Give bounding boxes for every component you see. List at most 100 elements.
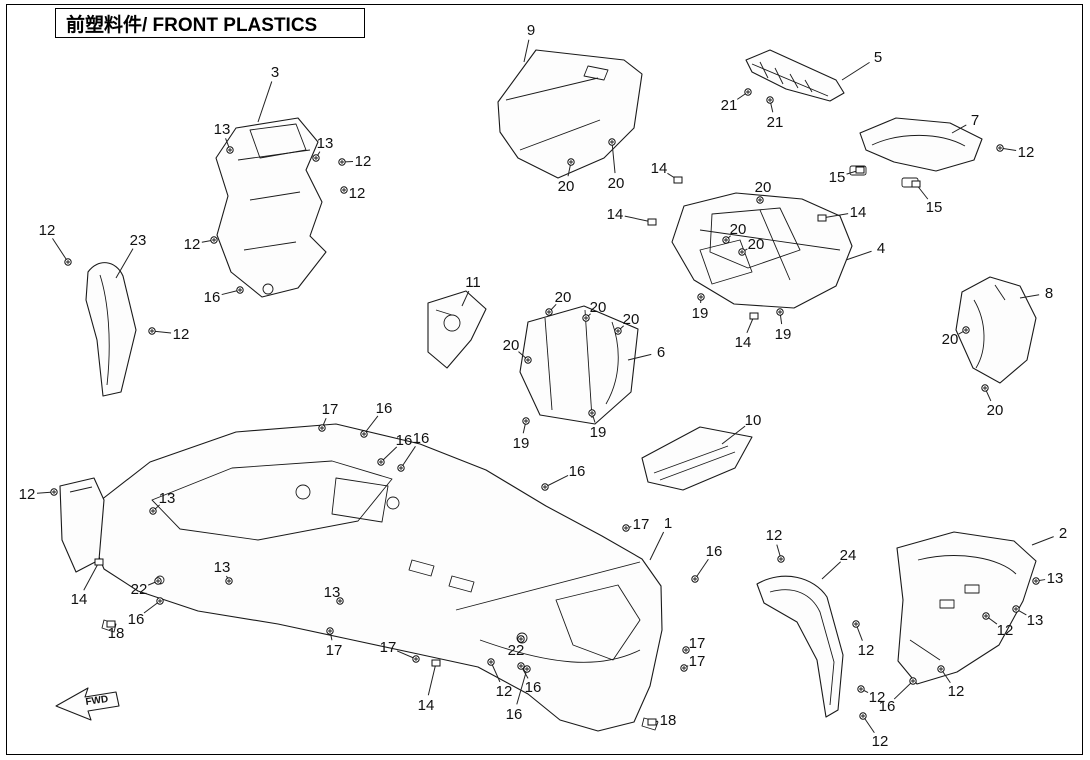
screw-cross xyxy=(610,140,614,144)
callout-number: 17 xyxy=(322,401,339,418)
callout-15: 15 xyxy=(911,180,942,216)
leader-line xyxy=(83,561,100,591)
callout-12: 12 xyxy=(859,712,888,750)
screw-cross xyxy=(342,188,346,192)
callout-number: 14 xyxy=(418,697,435,714)
callout-number: 19 xyxy=(590,424,607,441)
screw-cross xyxy=(52,490,56,494)
part-10-deflector xyxy=(641,426,753,491)
callout-17: 17 xyxy=(622,516,650,533)
callout-number: 16 xyxy=(569,463,586,480)
screw-cross xyxy=(320,426,324,430)
clip-icon xyxy=(647,718,657,726)
screw-cross xyxy=(158,599,162,603)
callout-number: 18 xyxy=(108,625,125,642)
callout-number: 12 xyxy=(39,222,56,239)
part-9-upper-panel xyxy=(497,49,643,179)
fwd-label: FWD xyxy=(85,694,109,708)
callout-13: 13 xyxy=(149,490,175,515)
clip-icon xyxy=(911,180,921,188)
screw-cross xyxy=(489,660,493,664)
callout-16: 16 xyxy=(377,432,412,466)
callout-number: 16 xyxy=(413,430,430,447)
leader-line xyxy=(115,248,134,279)
callout-20: 20 xyxy=(722,221,746,244)
callout-20: 20 xyxy=(503,337,532,364)
leader-line xyxy=(52,238,69,263)
clip-icon xyxy=(106,620,116,628)
screw-cross xyxy=(547,310,551,314)
screw-cross xyxy=(66,260,70,264)
screw-cross xyxy=(699,295,703,299)
callout-16: 16 xyxy=(691,543,722,583)
callout-12: 12 xyxy=(766,527,785,563)
callout-number: 13 xyxy=(317,135,334,152)
leader-line xyxy=(893,680,914,700)
callout-number: 12 xyxy=(19,486,36,503)
screw-cross xyxy=(911,679,915,683)
callout-number: 12 xyxy=(1018,144,1035,161)
screw-cross xyxy=(525,667,529,671)
callout-number: 20 xyxy=(755,179,772,196)
part-2-right-fender xyxy=(896,531,1037,685)
screw-cross xyxy=(778,310,782,314)
callout-20: 20 xyxy=(981,384,1003,419)
screw-cross xyxy=(519,637,523,641)
callout-20: 20 xyxy=(755,179,772,204)
callout-number: 14 xyxy=(607,206,624,223)
clip-icon xyxy=(647,218,657,226)
part-1-front-body xyxy=(91,423,663,732)
clip-icon xyxy=(749,312,759,320)
callout-number: 18 xyxy=(660,712,677,729)
callout-16: 16 xyxy=(541,463,586,491)
leader-line xyxy=(624,215,653,223)
screw-cross xyxy=(998,146,1002,150)
callout-13: 13 xyxy=(312,135,334,162)
callout-number: 20 xyxy=(623,311,640,328)
callout-12: 12 xyxy=(996,144,1035,161)
callout-number: 11 xyxy=(465,274,481,291)
callout-11: 11 xyxy=(461,274,481,307)
screw-cross xyxy=(939,667,943,671)
callout-number: 20 xyxy=(590,299,607,316)
fwd-arrow: FWD xyxy=(55,687,120,721)
callout-number: 8 xyxy=(1045,285,1053,302)
diagram-title-box: 前塑料件/ FRONT PLASTICS xyxy=(55,8,365,38)
leader-line xyxy=(363,415,379,435)
callout-21: 21 xyxy=(721,88,752,114)
callout-number: 14 xyxy=(850,204,867,221)
callout-13: 13 xyxy=(1032,570,1064,587)
clip-icon xyxy=(817,214,827,222)
callout-22: 22 xyxy=(508,635,525,659)
leader-line xyxy=(516,668,528,705)
screw-cross xyxy=(150,329,154,333)
screw-cross xyxy=(328,629,332,633)
leader-line xyxy=(400,446,416,469)
part-6-center-panel xyxy=(519,305,639,425)
screw-cross xyxy=(227,579,231,583)
leader-line xyxy=(611,141,616,174)
callout-number: 22 xyxy=(508,642,525,659)
callout-number: 12 xyxy=(948,683,965,700)
callout-number: 12 xyxy=(869,689,886,706)
callout-number: 16 xyxy=(879,698,896,715)
callout-number: 13 xyxy=(1047,570,1064,587)
callout-number: 13 xyxy=(214,121,231,138)
callout-number: 16 xyxy=(525,679,542,696)
clip-icon xyxy=(431,659,441,667)
screw-cross xyxy=(779,557,783,561)
callout-number: 17 xyxy=(633,516,650,533)
callout-16: 16 xyxy=(506,665,531,723)
screw-cross xyxy=(584,316,588,320)
callout-5: 5 xyxy=(841,49,882,81)
callout-24: 24 xyxy=(821,547,856,580)
callout-13: 13 xyxy=(214,121,234,154)
callout-20: 20 xyxy=(545,289,571,316)
screw-cross xyxy=(854,622,858,626)
screw-cross xyxy=(156,579,160,583)
callout-14: 14 xyxy=(651,160,683,184)
leader-line xyxy=(841,61,870,81)
part-24-curved-strip xyxy=(756,575,844,718)
